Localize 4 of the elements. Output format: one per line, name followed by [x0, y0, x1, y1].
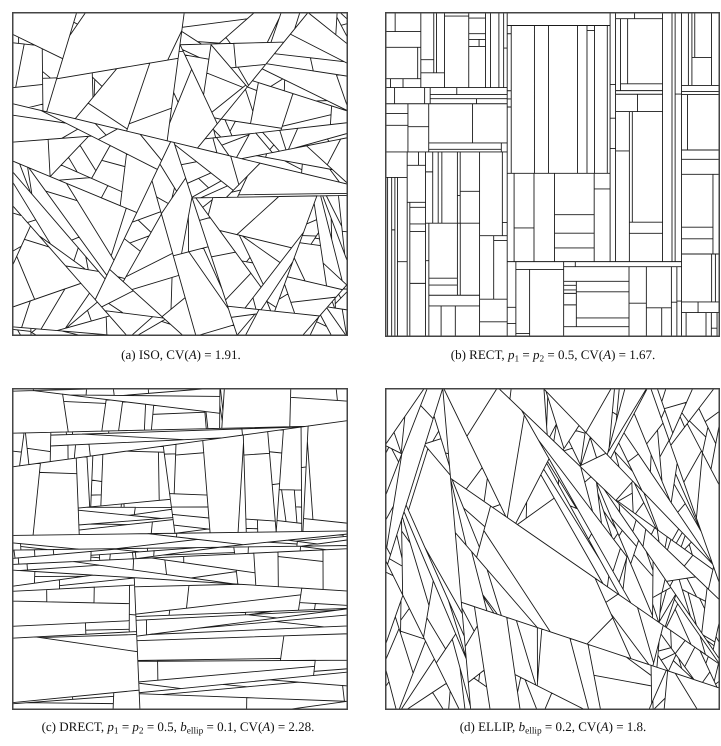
figure-caption: (c) DRECT, p$_{1}$ = p$_{2}$ = 0.5, b$_{ellip}$ = 0.1, CV(A) = 2.28. [42, 718, 314, 735]
figure-caption: (a) ISO, CV(A) = 1.91. [121, 346, 241, 363]
figure-caption: (b) RECT, p$_{1}$ = p$_{2}$ = 0.5, CV(A) = 1.67. [450, 346, 656, 363]
figure-caption: (d) ELLIP, b$_{ellip}$ = 0.2, CV(A) = 1.8. [460, 718, 646, 735]
